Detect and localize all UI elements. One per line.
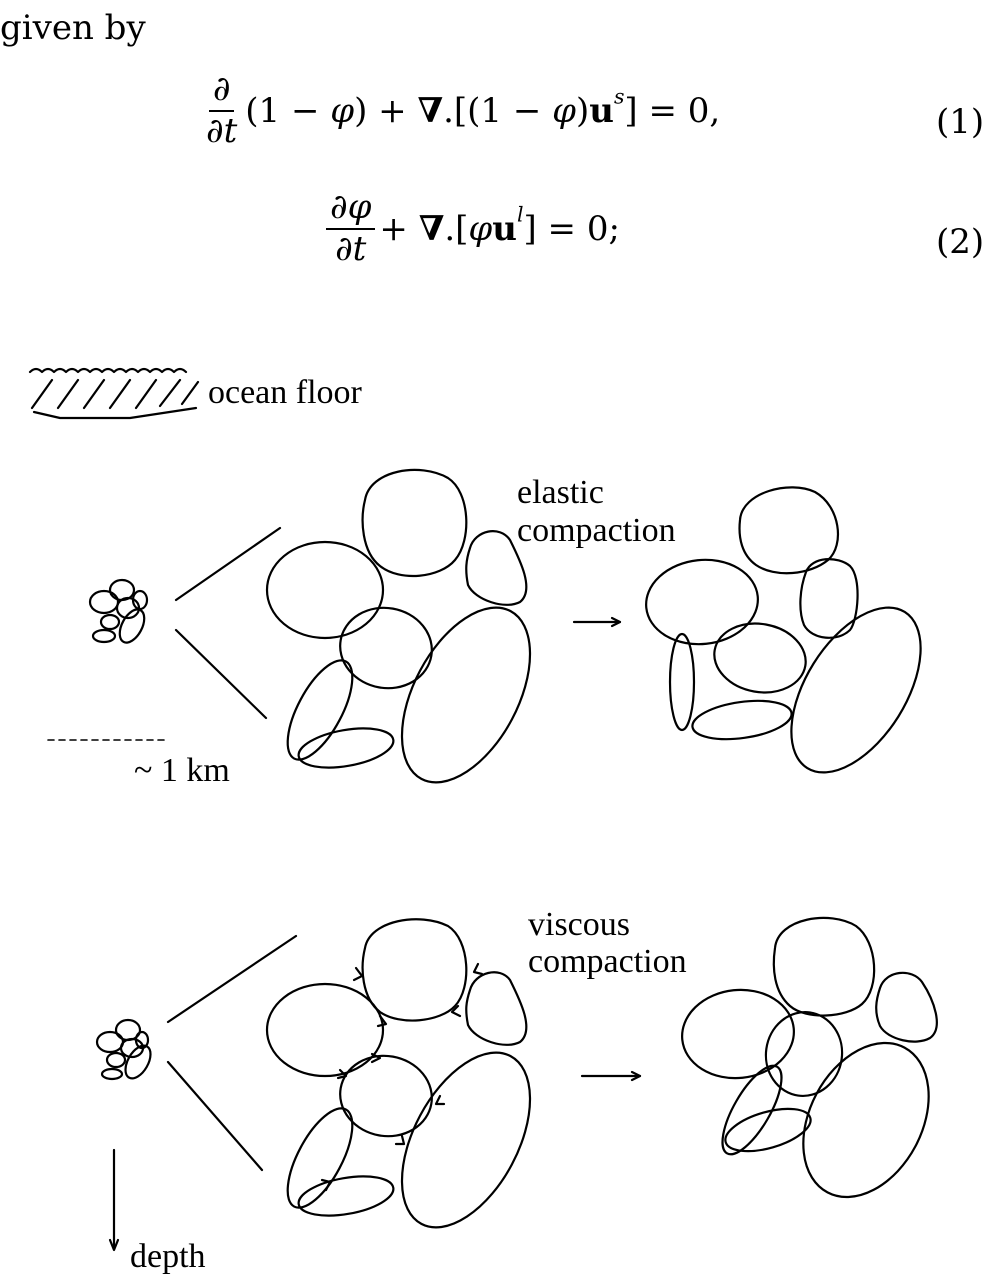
dphi-dt-fraction: ∂φ ∂t	[326, 189, 376, 267]
ocean-floor-icon	[28, 367, 200, 420]
grain-cluster-small-top	[88, 578, 149, 644]
equation-2: ∂φ ∂t + ∇.[φul] = 0;	[322, 189, 620, 267]
depth-label: depth	[130, 1238, 206, 1275]
intro-text: given by	[0, 8, 146, 48]
equation-number-1: (1)	[936, 102, 984, 142]
partial-t-fraction: ∂ ∂t	[206, 69, 238, 151]
scale-label: ~ 1 km	[134, 752, 230, 789]
viscous-label-line2: compaction	[528, 943, 687, 980]
equation-1: ∂ ∂t (1 − φ) + ∇.[(1 − φ)us] = 0,	[198, 69, 720, 151]
grain-cluster-small-bottom	[95, 1018, 152, 1081]
ocean-floor-label: ocean floor	[208, 374, 362, 411]
grain-pack-viscous-after	[681, 916, 938, 1199]
viscous-label-line1: viscous	[528, 906, 630, 943]
elastic-label-line1: elastic	[517, 474, 604, 511]
elastic-label-line2: compaction	[517, 512, 676, 549]
equation-number-2: (2)	[936, 222, 984, 262]
grain-pack-viscous-before	[265, 918, 532, 1229]
grain-pack-elastic-after	[645, 486, 922, 774]
grain-pack-elastic-before	[265, 468, 532, 784]
